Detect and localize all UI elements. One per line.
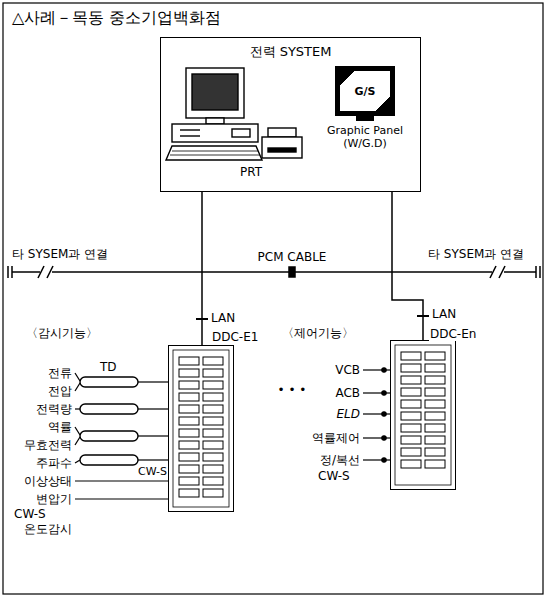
monitor-screen: G/S [335,66,395,116]
panel-label: Graphic Panel (W/G.D) [321,124,409,150]
monitor-stand [356,116,374,121]
breaker-label: ELD [336,407,360,421]
pcm-cable-bus [8,266,540,278]
screen-label: G/S [353,85,378,98]
control-label: 정/복선 [320,453,360,467]
group-heading: 〈감시기능〉 [26,326,98,340]
unit-label: DDC-En [429,327,477,341]
system-box: 전력 SYSTEM G/S Graphic Panel (W/G.D) [160,37,421,192]
signal-label: 변압기 [36,492,72,506]
signal-label: 무효전력 [24,438,72,452]
computer-icon [166,68,262,160]
cable-label: PCM CABLE [258,250,327,264]
signal-label: 전력량 [36,402,72,416]
lan-connector [201,192,203,345]
signal-label: 전압 [48,384,72,398]
printer-label: PRT [240,165,262,179]
ellipsis: • • • [278,383,307,397]
edge-label: LAN [431,307,457,321]
monitor-wire [75,373,168,499]
signal-label: 역률 [48,420,72,434]
link-note: 타 SYSEM과 연결 [12,247,108,261]
ddc-unit: DDC-En [390,340,456,490]
outer-frame [3,3,543,594]
transducer-label: TD [100,360,117,374]
box-heading: 전력 SYSTEM [161,38,420,60]
cable-type-label: CW-S [138,465,167,479]
cable-type-label: CW-S [14,507,46,521]
signal-label: 주파수 [36,456,72,470]
breaker-label: ACB [335,386,360,400]
breaker-label: VCB [335,363,360,377]
lan-connector [392,192,423,340]
cable-type-label: CW-S [318,469,350,483]
printer-icon [262,128,302,158]
group-heading: 〈제어기능〉 [282,326,354,340]
signal-label: 이상상태 [24,474,72,488]
control-wire [363,368,390,462]
ddc-unit: DDC-E1 [168,345,234,512]
signal-label: 온도감시 [24,522,72,536]
unit-label: DDC-E1 [211,330,259,344]
graphic-panel: G/S Graphic Panel (W/G.D) [321,66,409,150]
signal-label: 전류 [48,366,72,380]
control-label: 역률제어 [312,431,360,445]
diagram-title: △사례－목동 중소기업백화점 [12,8,221,28]
transducer-td [80,377,138,465]
edge-label: LAN [210,311,236,325]
link-note: 타 SYSEM과 연결 [428,247,524,261]
ddc-terminals [173,345,451,507]
